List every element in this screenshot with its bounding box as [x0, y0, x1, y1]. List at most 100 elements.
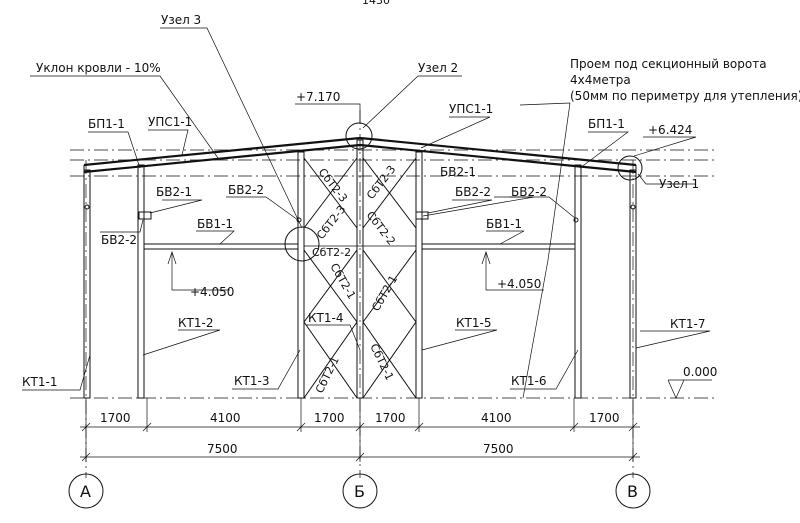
node-marker	[573, 217, 579, 223]
leader-ups-left	[148, 129, 189, 156]
rafter-right-lower	[359, 143, 637, 174]
label-bv21-right: БВ2-1	[440, 165, 476, 179]
label-bv22-right: БВ2-2	[455, 185, 491, 199]
leader-kt16	[510, 349, 579, 390]
label-bv22-far: БВ2-2	[511, 185, 547, 199]
dim-1700-b: 1700	[314, 411, 345, 425]
leader-bp-right	[579, 131, 630, 169]
leader-kt12	[142, 329, 221, 356]
rafter-right	[359, 136, 637, 167]
node-marker	[84, 204, 90, 210]
axis-b-label: Б	[354, 482, 365, 501]
label-sbt23-b: СбТ2-3	[364, 163, 398, 202]
label-ups11-left: УПС1-1	[148, 115, 192, 129]
label-uzel1: Узел 1	[659, 177, 699, 191]
label-opening-1: Проем под секционный ворота	[570, 57, 767, 71]
axis-v-label: В	[627, 482, 638, 501]
label-bv11-left: БВ1-1	[197, 217, 233, 231]
brace-right-low-2	[362, 321, 417, 399]
node-3-circle	[284, 226, 320, 262]
leader-bv22-far	[509, 196, 576, 219]
label-sbt21-a: СбТ2-1	[327, 261, 358, 301]
label-kt13: КТ1-3	[234, 374, 269, 388]
level-beam-left: +4.050	[190, 285, 234, 299]
leader-bp-left	[88, 131, 141, 169]
leader-bv11-right	[486, 230, 525, 245]
dim-ticks	[81, 398, 638, 462]
label-uzel3: Узел 3	[161, 13, 201, 27]
label-bp11-right: БП1-1	[588, 117, 625, 131]
brace-left-mid-2	[303, 249, 358, 323]
leader-uzel3	[160, 27, 303, 229]
dim-7500-right: 7500	[483, 442, 514, 456]
beam-bv1-1-right	[421, 243, 576, 250]
label-kt14: КТ1-4	[308, 311, 343, 325]
label-bv22-left: БВ2-2	[101, 233, 137, 247]
leader-bv21-left	[149, 199, 203, 214]
dim-4100-b: 4100	[481, 411, 512, 425]
label-ups11-right: УПС1-1	[449, 102, 493, 116]
brace-right-mid-2	[362, 249, 417, 323]
arrow-level-right	[481, 250, 491, 265]
label-opening-3: (50мм по периметру для утепления)	[570, 89, 800, 103]
axis-v-bubble	[615, 473, 651, 509]
axis-b-bubble	[342, 473, 378, 509]
top-label: 1430	[362, 0, 390, 7]
node-marker	[630, 204, 636, 210]
label-sbt22-a: СбТ2-2	[364, 209, 398, 248]
label-sbt21-d: СбТ2-1	[367, 342, 396, 383]
leader-level-right	[485, 252, 544, 291]
leader-slope	[30, 75, 219, 159]
rafter-left	[83, 136, 361, 167]
arrow-level-left	[167, 250, 177, 265]
column-kt1-1	[83, 169, 91, 399]
column-kt1-5	[415, 151, 423, 399]
label-bp11-left: БП1-1	[88, 117, 125, 131]
node-bv2-left	[138, 211, 152, 220]
brace-left-upper-2	[303, 157, 358, 229]
label-bv21-left: БВ2-1	[156, 185, 192, 199]
label-opening-2: 4х4метра	[570, 73, 631, 87]
label-bv11-right: БВ1-1	[486, 217, 522, 231]
level-eave: +6.424	[648, 123, 692, 137]
leader-kt15	[421, 329, 498, 351]
leader-kt13	[232, 349, 301, 390]
dim-1700-d: 1700	[589, 411, 620, 425]
label-kt16: КТ1-6	[511, 374, 546, 388]
arrow-ground	[667, 379, 685, 399]
leader-uzel1	[637, 173, 696, 185]
label-sbt23-a: СбТ2-3	[316, 166, 350, 205]
level-ridge: +7.170	[296, 90, 340, 104]
axis-a-label: А	[80, 482, 91, 501]
column-kt1-2	[137, 164, 145, 399]
column-kt1-3	[297, 151, 305, 399]
label-uzel2: Узел 2	[418, 61, 458, 75]
label-bv22-mid: БВ2-2	[228, 183, 264, 197]
leader-opening	[522, 102, 571, 399]
brace-right-upper-2	[362, 157, 417, 229]
leader-eave	[633, 136, 697, 157]
leader-kt17	[635, 330, 711, 349]
label-kt17: КТ1-7	[670, 317, 705, 331]
leader-bv11-left	[196, 230, 235, 245]
leader-kt11	[22, 354, 91, 391]
leader-kt14	[306, 324, 361, 351]
dim-1700-a: 1700	[100, 411, 131, 425]
label-sbt21-b: СбТ2-1	[369, 273, 400, 313]
leader-bv22-mid	[226, 196, 299, 221]
leader-bv21-right	[427, 199, 493, 214]
leader-opening-top	[519, 102, 571, 106]
leader-ups-right	[420, 116, 491, 149]
beam-bv1-1-left	[143, 243, 299, 250]
label-kt15: КТ1-5	[456, 316, 491, 330]
leader-uzel2	[362, 75, 462, 129]
dim-4100-a: 4100	[210, 411, 241, 425]
label-sbt21-c: СбТ2-1	[313, 354, 342, 395]
leader-ridge	[295, 103, 361, 123]
level-beam-right: +4.050	[497, 277, 541, 291]
label-sbt23-c: СбТ2-3	[314, 203, 348, 242]
leader-bv22-left	[100, 219, 144, 233]
node-2-circle	[345, 122, 373, 150]
